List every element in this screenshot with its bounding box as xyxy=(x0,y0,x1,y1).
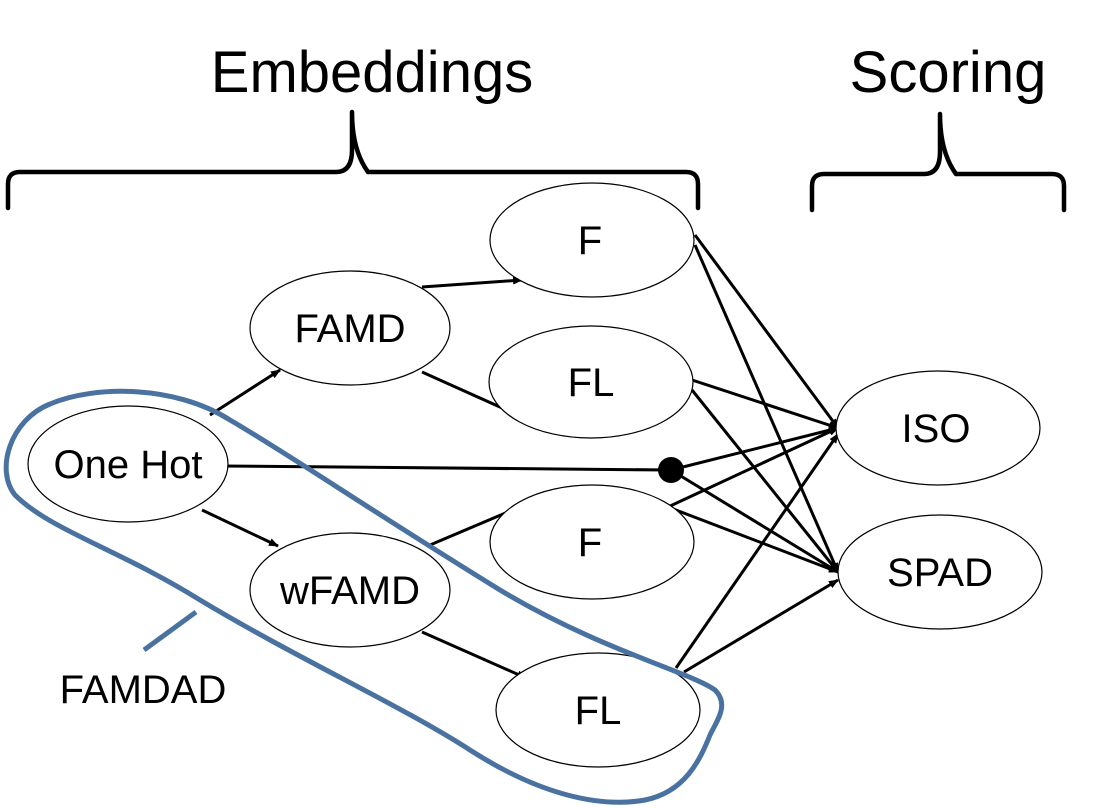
node-famd-fl-label: FL xyxy=(568,361,615,405)
edge-wfamd-f-spad xyxy=(667,505,839,574)
node-wfamd-fl-label: FL xyxy=(575,689,622,733)
edge-onehot-wfamd xyxy=(201,508,279,548)
node-famd: FAMD xyxy=(249,270,451,386)
edge-junction-iso xyxy=(670,426,839,472)
famdad-callout-line xyxy=(142,609,198,653)
edge-famd-f-spad xyxy=(693,244,840,573)
edge-wfamd-fl-spad xyxy=(683,578,839,674)
node-wfamd-label: wFAMD xyxy=(279,569,420,613)
edge-wfamd-fl xyxy=(421,630,527,680)
node-wfamd-f-label: F xyxy=(578,521,602,565)
famdad-label: FAMDAD xyxy=(60,668,227,712)
node-iso-label: ISO xyxy=(902,407,971,451)
node-famd-fl: FL xyxy=(488,325,694,439)
embeddings-brace xyxy=(5,109,701,211)
node-spad-label: SPAD xyxy=(887,551,993,595)
edge-wfamd-fl-iso xyxy=(674,433,840,669)
edge-famd-f xyxy=(421,276,523,289)
node-famd-f-label: F xyxy=(578,219,602,263)
edge-famd-fl-iso xyxy=(691,378,839,430)
node-one-hot-label: One Hot xyxy=(54,443,203,487)
node-wfamd: wFAMD xyxy=(249,532,451,648)
scoring-brace xyxy=(809,111,1067,213)
edge-famd-f-iso xyxy=(693,234,840,429)
edge-wfamd-f-iso xyxy=(667,426,839,509)
famdad-group-outline xyxy=(3,388,725,805)
edge-famd-fl-spad xyxy=(690,389,840,573)
embeddings-heading: Embeddings xyxy=(211,40,533,105)
edges xyxy=(201,234,840,680)
node-famd-label: FAMD xyxy=(294,307,405,351)
edge-onehot-junction xyxy=(221,464,671,472)
scoring-heading: Scoring xyxy=(850,40,1047,105)
edge-onehot-famd xyxy=(209,368,281,417)
edge-junction-spad xyxy=(670,468,839,574)
node-one-hot: One Hot xyxy=(27,405,229,523)
node-spad: SPAD xyxy=(837,514,1043,630)
node-iso: ISO xyxy=(835,370,1041,486)
node-wfamd-f: F xyxy=(489,484,695,600)
node-wfamd-fl: FL xyxy=(495,652,701,768)
node-famd-f: F xyxy=(489,182,695,298)
